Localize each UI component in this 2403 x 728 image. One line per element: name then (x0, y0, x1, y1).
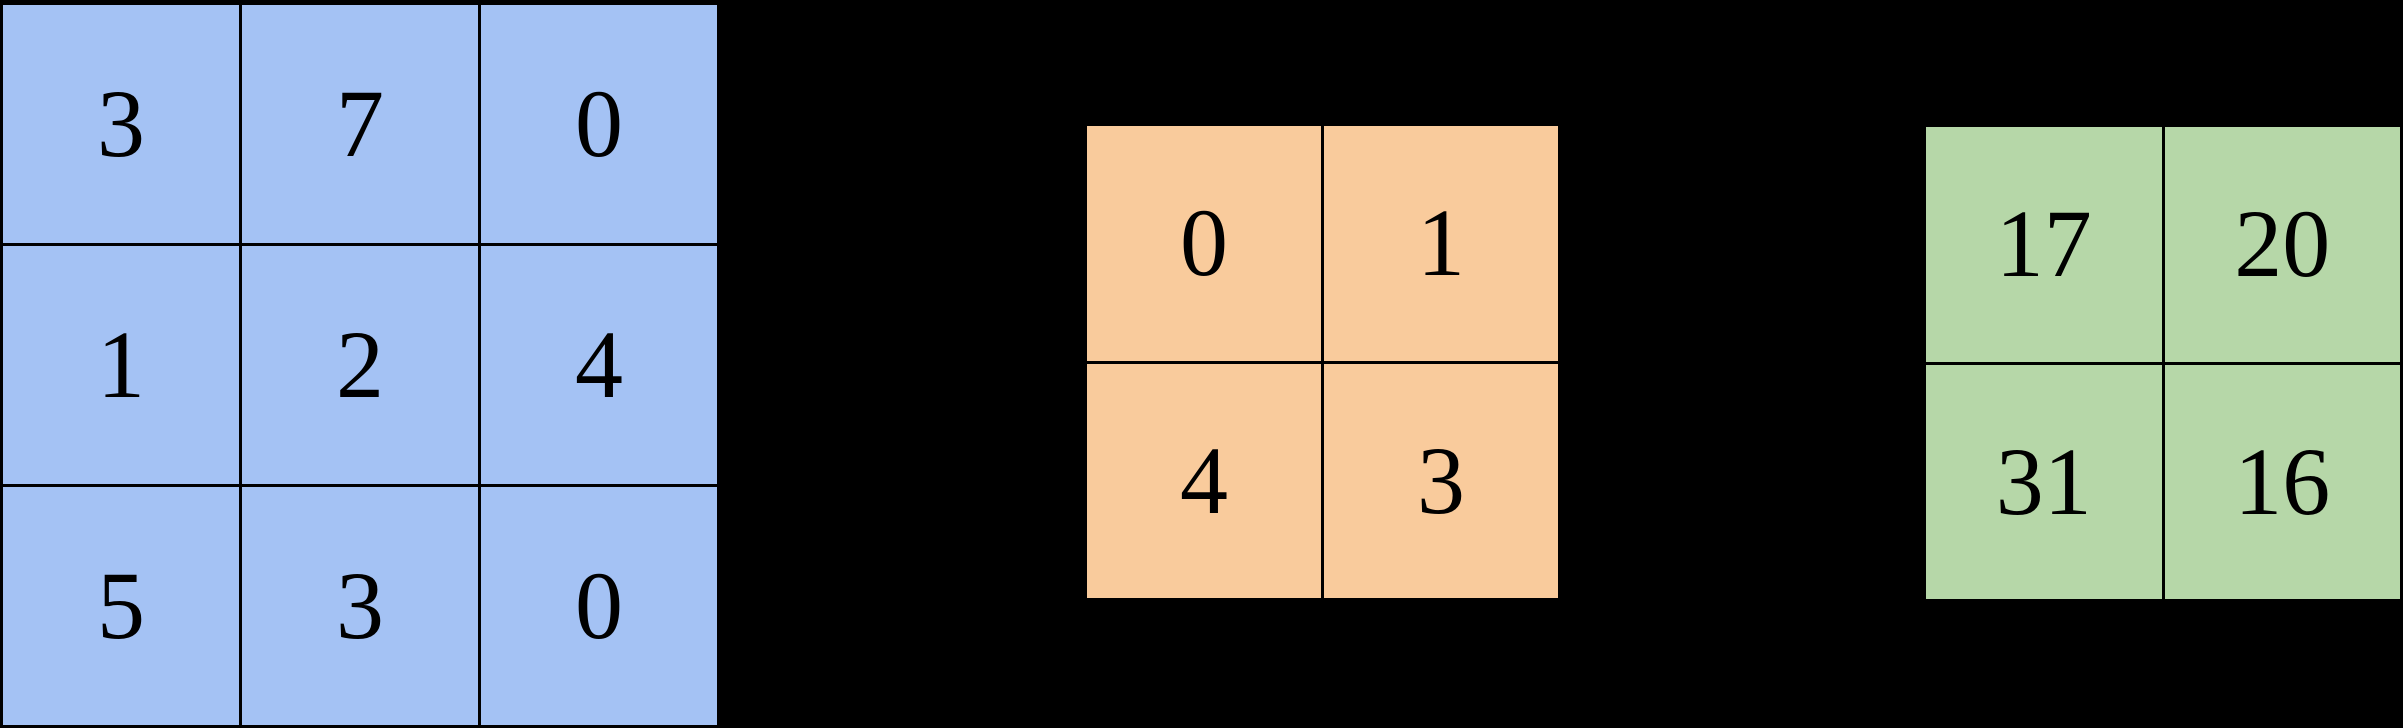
input-cell-r0c1: 7 (242, 5, 478, 243)
kernel-cell-r0c0: 0 (1087, 126, 1321, 361)
input-cell-r2c0: 5 (3, 487, 239, 725)
output-cell-r0c1: 20 (2164, 127, 2400, 362)
input-cell-r2c2: 0 (481, 487, 717, 725)
output-cell-r1c1: 16 (2164, 364, 2400, 599)
kernel-cell-r1c0: 4 (1087, 363, 1321, 598)
input-cell-r1c2: 4 (481, 246, 717, 484)
input-cell-r0c0: 3 (3, 5, 239, 243)
kernel-cell-r0c1: 1 (1324, 126, 1558, 361)
input-cell-r0c2: 0 (481, 5, 717, 243)
output-matrix: 17 20 31 16 (1923, 124, 2403, 602)
input-cell-r1c1: 2 (242, 246, 478, 484)
input-cell-r2c1: 3 (242, 487, 478, 725)
output-cell-r0c0: 17 (1926, 127, 2162, 362)
output-cell-r1c0: 31 (1926, 364, 2162, 599)
kernel-matrix: 0 1 4 3 (1084, 123, 1561, 601)
input-cell-r1c0: 1 (3, 246, 239, 484)
kernel-cell-r1c1: 3 (1324, 363, 1558, 598)
input-matrix: 3 7 0 1 2 4 5 3 0 (0, 2, 720, 728)
